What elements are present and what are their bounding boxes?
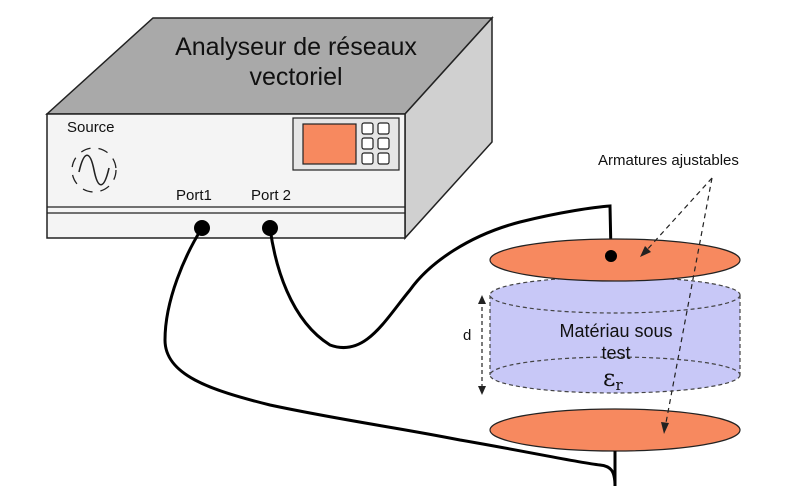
thickness-label: d — [463, 327, 471, 344]
keypad-buttons — [361, 122, 390, 165]
source-label: Source — [67, 119, 115, 136]
analyzer-display-panel — [292, 117, 400, 171]
electrodes-annotation-arrows — [640, 177, 713, 434]
permittivity-symbol: εr — [603, 364, 623, 394]
bottom-electrode — [489, 408, 741, 452]
sine-wave-icon — [71, 147, 117, 193]
cable-port2-to-top-electrode — [268, 204, 613, 349]
port1-label: Port1 — [176, 187, 212, 204]
material-label-line1: Matériau sous — [559, 321, 672, 341]
thickness-dimension — [478, 295, 486, 395]
top-electrode-contact — [605, 250, 617, 262]
material-under-test — [489, 276, 741, 394]
sample-cell: Matériau sous test εr d — [463, 238, 741, 486]
port2-label: Port 2 — [251, 187, 291, 204]
cable-port1-to-bottom-electrode — [163, 227, 617, 486]
network-analyzer: Analyseur de réseaux vectoriel Source Po… — [45, 16, 494, 240]
electrodes-annotation-label: Armatures ajustables — [598, 152, 739, 169]
cables — [163, 204, 617, 486]
material-label-line2: test — [601, 343, 630, 363]
analyzer-screen — [302, 123, 357, 165]
analyzer-title-line2: vectoriel — [249, 63, 342, 91]
analyzer-title-line1: Analyseur de réseaux — [175, 33, 417, 61]
